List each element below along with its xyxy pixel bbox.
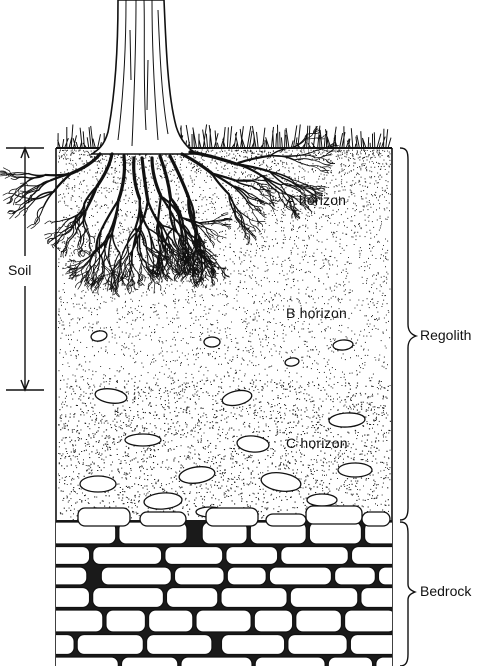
bedrock-block — [165, 547, 223, 565]
bedrock-label: Bedrock — [420, 583, 471, 599]
bedrock-block — [93, 547, 162, 565]
weathered-rock-fragments — [78, 506, 390, 526]
bedrock-block — [25, 588, 89, 608]
bedrock-block — [181, 657, 252, 666]
root — [3, 193, 9, 195]
bedrock-block — [45, 567, 87, 585]
pebble — [125, 434, 161, 446]
regolith-label: Regolith — [420, 327, 471, 343]
bedrock-block — [226, 547, 278, 565]
root — [45, 234, 52, 235]
root — [4, 197, 10, 200]
bedrock-block — [48, 657, 119, 666]
bedrock-block — [45, 610, 103, 632]
bedrock-block — [149, 610, 193, 632]
bedrock-block — [269, 567, 331, 585]
root — [13, 210, 19, 214]
bedrock-block — [254, 610, 293, 632]
rock-fragment — [78, 508, 130, 526]
root — [5, 176, 11, 179]
bedrock-block — [288, 635, 348, 655]
bedrock-blocks — [23, 522, 448, 666]
bedrock-block — [166, 588, 218, 608]
root — [3, 168, 9, 171]
bedrock-block — [77, 635, 143, 655]
rock-fragment — [306, 506, 362, 524]
pebble — [338, 463, 372, 477]
bedrock-block — [309, 522, 361, 544]
bedrock-block — [328, 657, 373, 666]
c-horizon-label: C horizon — [286, 435, 348, 451]
bedrock-block — [106, 610, 146, 632]
bedrock-block — [93, 588, 164, 608]
root — [15, 213, 20, 218]
rock-fragment — [266, 514, 306, 526]
bedrock-layer — [23, 520, 448, 666]
bedrock-block — [351, 547, 407, 565]
bedrock-block — [376, 657, 429, 666]
bedrock-block — [255, 657, 325, 666]
regolith-bracket — [400, 148, 416, 520]
root — [13, 199, 15, 205]
rock-fragment — [140, 512, 186, 526]
pebble — [307, 494, 337, 506]
bedrock-block — [335, 567, 376, 585]
bedrock-block — [23, 635, 75, 655]
bedrock-block — [296, 610, 342, 632]
pebble — [204, 337, 220, 347]
a-horizon-label: A horizon — [286, 192, 346, 208]
bedrock-bracket — [400, 522, 415, 666]
bedrock-block — [345, 610, 396, 632]
root — [9, 193, 15, 194]
root — [27, 225, 33, 228]
bedrock-block — [281, 547, 349, 565]
b-horizon-label: B horizon — [286, 305, 347, 321]
soil-label: Soil — [8, 262, 31, 278]
bedrock-block — [221, 588, 287, 608]
root — [29, 174, 46, 176]
bedrock-block — [227, 567, 266, 585]
rock-fragment — [362, 512, 390, 526]
bedrock-block — [121, 657, 177, 666]
bedrock-block — [221, 635, 284, 655]
bedrock-block — [147, 635, 213, 655]
bedrock-block — [174, 567, 224, 585]
root — [31, 225, 36, 229]
bedrock-block — [101, 567, 171, 585]
bedrock-block — [196, 610, 251, 632]
bedrock-block — [26, 547, 90, 565]
root — [45, 221, 51, 224]
root — [0, 175, 7, 176]
rock-fragment — [206, 508, 258, 526]
bedrock-block — [350, 635, 413, 655]
bedrock-block — [290, 588, 358, 608]
root — [16, 173, 29, 174]
pebble — [80, 476, 116, 492]
